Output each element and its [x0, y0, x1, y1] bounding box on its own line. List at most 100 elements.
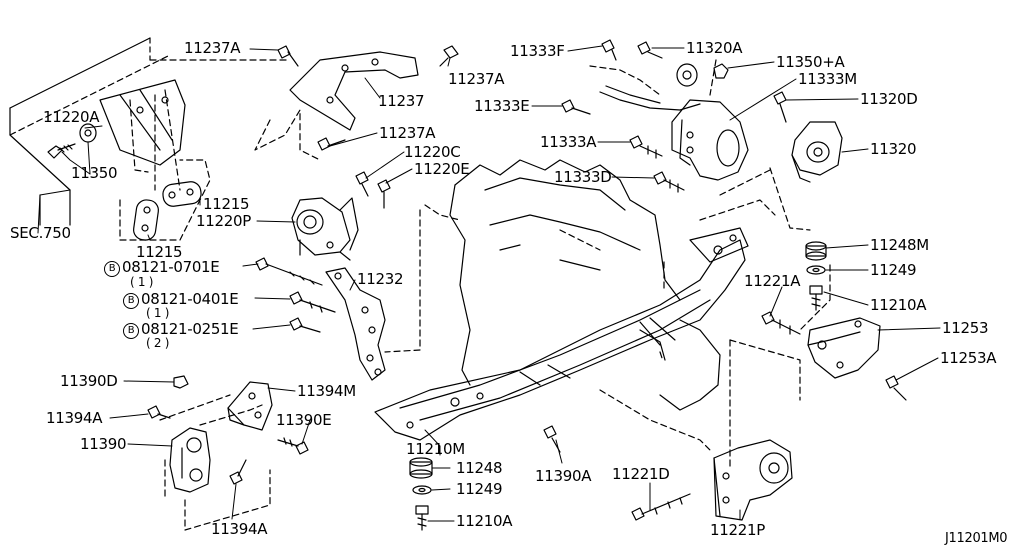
bolt-11220A: [47, 143, 76, 159]
callout-11248: 11248: [456, 459, 503, 477]
bolt-qty-2: ( 1 ): [146, 306, 170, 320]
mount-11221P: [713, 439, 793, 521]
callout-11210A-bottom: 11210A: [456, 512, 513, 530]
callout-11333A: 11333A: [540, 133, 597, 151]
bolt-11221D: [631, 493, 691, 521]
callout-11390D: 11390D: [60, 372, 118, 390]
mount-guide-lines: [159, 394, 271, 531]
mount-11333M: [599, 85, 749, 181]
callout-11220P: 11220P: [196, 212, 251, 230]
callout-11320: 11320: [870, 140, 917, 158]
callout-11220C: 11220C: [404, 143, 461, 161]
callout-11221D: 11221D: [612, 465, 670, 483]
bolt-11210A-right: [809, 285, 823, 311]
nut-11350A: [713, 63, 729, 79]
bolt-11320A-top: [637, 41, 663, 59]
callout-11215-right: 11215: [203, 195, 250, 213]
callout-11249-bottom: 11249: [456, 480, 503, 498]
callout-11394A-bottom: 11394A: [211, 520, 268, 538]
stud-08121-0251E: [289, 317, 321, 333]
callout-11390E: 11390E: [276, 411, 332, 429]
bolt-part-2: 08121-0401E: [141, 290, 239, 308]
callout-11210M: 11210M: [406, 440, 465, 458]
callout-11221A: 11221A: [744, 272, 801, 290]
rubber-11248: [409, 457, 433, 479]
callout-11390A: 11390A: [535, 467, 592, 485]
callout-11350A: 11350+A: [776, 53, 845, 71]
callout-11333M: 11333M: [798, 70, 857, 88]
bracket-11237: [254, 51, 419, 161]
bolt-11333E: [561, 99, 591, 115]
callout-11333D: 11333D: [554, 168, 612, 186]
stud-08121-0401E: [289, 291, 336, 313]
bolt-11237A-mid: [317, 137, 346, 151]
bolt-11253A: [885, 375, 907, 401]
bracket-11232: [325, 267, 386, 381]
engine-block-outline: [449, 159, 721, 411]
bracket-11394M: [227, 381, 273, 431]
b-mark-3: B: [123, 323, 139, 339]
sec750-frame-outline: [9, 37, 291, 226]
bolt-11220C: [355, 171, 369, 197]
mount-11390: [169, 427, 211, 493]
bushing-11320A: [676, 63, 698, 87]
callout-11333E: 11333E: [474, 97, 530, 115]
callout-11220E: 11220E: [414, 160, 470, 178]
rubber-11248M: [805, 241, 827, 261]
bolt-11237A-top: [277, 45, 299, 67]
stud-08121-0701E: [255, 257, 323, 286]
bolt-11394A-left: [147, 405, 171, 419]
bolt-qty-3: ( 2 ): [146, 336, 170, 350]
washer-11249-right: [806, 265, 826, 275]
bolt-11210A-bottom: [415, 505, 429, 531]
bolt-11333A: [629, 135, 663, 159]
callout-11320D: 11320D: [860, 90, 918, 108]
callout-11237: 11237: [378, 92, 425, 110]
nut-11390D: [173, 375, 189, 389]
bolt-11221A: [761, 311, 801, 335]
member-11210M: [374, 227, 749, 441]
callout-11248M: 11248M: [870, 236, 929, 254]
callout-11333F: 11333F: [510, 42, 565, 60]
callout-11253A: 11253A: [940, 349, 997, 367]
washer-11249-bottom: [412, 485, 432, 495]
callout-11249-right: 11249: [870, 261, 917, 279]
callout-11237A-mid: 11237A: [379, 124, 436, 142]
callout-11394M: 11394M: [297, 382, 356, 400]
bolt-qty-1: ( 1 ): [130, 275, 154, 289]
bolt-11237A-right: [439, 45, 459, 67]
callout-11394A-left: 11394A: [46, 409, 103, 427]
b-mark-2: B: [123, 293, 139, 309]
figure-id: J11201M0: [945, 531, 1008, 546]
callout-11237A-right: 11237A: [448, 70, 505, 88]
callout-11210A-right: 11210A: [870, 296, 927, 314]
bracket-11253: [807, 317, 881, 379]
callout-11232: 11232: [357, 270, 404, 288]
insulator-11320: [589, 59, 843, 183]
callout-11215-left: 11215: [136, 243, 183, 261]
bolt-part-1: 08121-0701E: [122, 258, 220, 276]
callout-11390: 11390: [80, 435, 127, 453]
callout-11320A: 11320A: [686, 39, 743, 57]
bolt-11333D: [653, 171, 685, 193]
bolt-11220E: [377, 179, 391, 209]
callout-11220A: 11220A: [43, 108, 100, 126]
bolt-11394A-bottom: [229, 459, 247, 485]
bolt-11333F: [601, 39, 617, 61]
callout-11221P: 11221P: [710, 521, 765, 539]
bolt-11320D: [773, 91, 787, 123]
callout-11237A-top: 11237A: [184, 39, 241, 57]
bolt-part-3: 08121-0251E: [141, 320, 239, 338]
mount-11220P: [291, 197, 359, 261]
bolt-11390E: [277, 437, 309, 455]
callout-sec750: SEC.750: [10, 224, 71, 242]
callout-11253: 11253: [942, 319, 989, 337]
assembly-guide-lines: [384, 167, 831, 471]
bracket-11350: [99, 79, 186, 191]
b-mark-1: B: [104, 261, 120, 277]
plate-11215-left: [119, 159, 211, 241]
